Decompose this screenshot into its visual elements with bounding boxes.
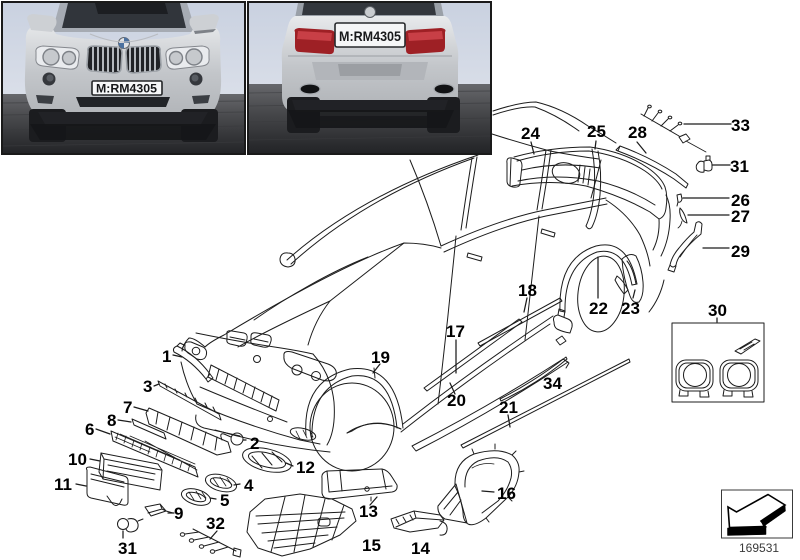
svg-text:15: 15 xyxy=(362,536,381,555)
svg-text:3: 3 xyxy=(143,377,152,396)
svg-text:14: 14 xyxy=(411,539,430,558)
svg-text:24: 24 xyxy=(521,124,540,143)
svg-text:7: 7 xyxy=(123,398,132,417)
svg-text:17: 17 xyxy=(446,322,465,341)
svg-text:26: 26 xyxy=(731,191,750,210)
svg-text:31: 31 xyxy=(118,539,137,558)
svg-text:34: 34 xyxy=(543,374,562,393)
svg-text:25: 25 xyxy=(587,122,606,141)
svg-text:16: 16 xyxy=(497,484,516,503)
svg-text:31: 31 xyxy=(730,157,749,176)
svg-text:20: 20 xyxy=(447,391,466,410)
svg-text:10: 10 xyxy=(68,450,87,469)
svg-text:5: 5 xyxy=(220,491,229,510)
svg-text:19: 19 xyxy=(371,348,390,367)
svg-text:4: 4 xyxy=(244,476,254,495)
svg-text:32: 32 xyxy=(206,514,225,533)
svg-text:18: 18 xyxy=(518,281,537,300)
svg-text:21: 21 xyxy=(499,398,518,417)
svg-text:8: 8 xyxy=(107,411,116,430)
svg-text:12: 12 xyxy=(296,458,315,477)
svg-text:13: 13 xyxy=(359,502,378,521)
svg-text:M:RM4305: M:RM4305 xyxy=(339,28,401,44)
svg-text:169531: 169531 xyxy=(739,541,779,555)
svg-text:28: 28 xyxy=(628,123,647,142)
svg-text:M:RM4305: M:RM4305 xyxy=(96,82,157,96)
svg-text:2: 2 xyxy=(250,434,259,453)
svg-text:22: 22 xyxy=(589,299,608,318)
svg-text:11: 11 xyxy=(54,475,72,494)
svg-text:30: 30 xyxy=(708,301,727,320)
svg-text:23: 23 xyxy=(621,299,640,318)
svg-text:1: 1 xyxy=(162,347,171,366)
svg-text:27: 27 xyxy=(731,207,750,226)
svg-text:6: 6 xyxy=(85,420,94,439)
svg-text:9: 9 xyxy=(174,504,183,523)
svg-text:33: 33 xyxy=(731,116,750,135)
svg-text:29: 29 xyxy=(731,242,750,261)
